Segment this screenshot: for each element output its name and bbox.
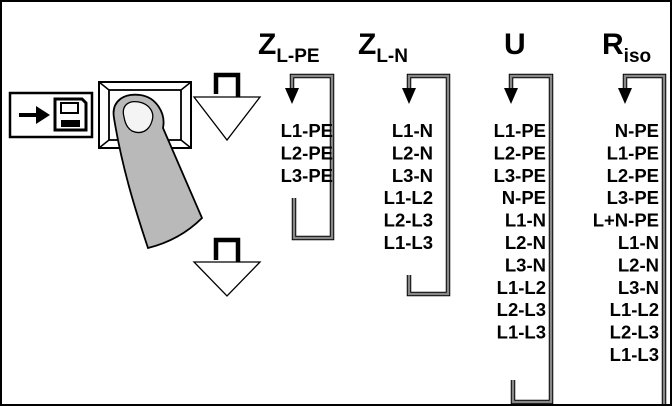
list-item: L3-N (505, 254, 546, 275)
list-item: L+N-PE (593, 210, 659, 231)
cycle-bracket-u (504, 73, 554, 405)
list-item: L2-PE (281, 142, 333, 163)
list-item: L2-N (392, 142, 433, 163)
list-item: L1-N (505, 210, 546, 231)
cycle-bracket-zlpe (285, 73, 335, 241)
diskette-icon (53, 97, 88, 132)
column-heading-riso: Riso (602, 28, 651, 67)
list-item: L2-L3 (497, 299, 546, 320)
down-arrow-icon (192, 72, 262, 142)
item-list-u: L1-PEL2-PEL3-PEN-PEL1-NL2-NL3-NL1-L2L2-L… (494, 120, 546, 343)
list-item: L2-N (618, 254, 659, 275)
list-item: L1-L3 (610, 344, 659, 365)
list-item: L1-N (392, 120, 433, 141)
cycle-bracket-zln (402, 73, 451, 297)
list-item: N-PE (615, 120, 659, 141)
list-item: L1-L3 (384, 232, 433, 253)
list-item: L2-L3 (384, 210, 433, 231)
list-item: L2-PE (494, 142, 546, 163)
list-item: L1-PE (607, 142, 659, 163)
list-item: L1-PE (281, 120, 333, 141)
list-item: L3-N (618, 277, 659, 298)
list-item: L1-L2 (384, 187, 433, 208)
pressing-finger-icon (112, 93, 204, 250)
column-heading-zlpe: ZL-PE (258, 28, 320, 67)
list-item: L2-N (505, 232, 546, 253)
list-item: L3-PE (607, 187, 659, 208)
down-arrow-icon (192, 237, 262, 297)
list-item: L1-L2 (610, 299, 659, 320)
cycle-bracket-riso (618, 73, 667, 404)
list-item: N-PE (502, 187, 546, 208)
column-heading-u: U (504, 28, 526, 61)
item-list-riso: N-PEL1-PEL2-PEL3-PEL+N-PEL1-NL2-NL3-NL1-… (593, 120, 659, 365)
list-item: L1-L3 (497, 322, 546, 343)
list-item: L3-N (392, 165, 433, 186)
list-item: L1-N (618, 232, 659, 253)
column-heading-zln: ZL-N (358, 28, 408, 67)
arrow-to-diskette-icon[interactable] (8, 91, 94, 139)
list-item: L3-PE (494, 165, 546, 186)
list-item: L3-PE (281, 165, 333, 186)
list-item: L2-L3 (610, 322, 659, 343)
list-item: L2-PE (607, 165, 659, 186)
list-item: L1-PE (494, 120, 546, 141)
list-item: L1-L2 (497, 277, 546, 298)
